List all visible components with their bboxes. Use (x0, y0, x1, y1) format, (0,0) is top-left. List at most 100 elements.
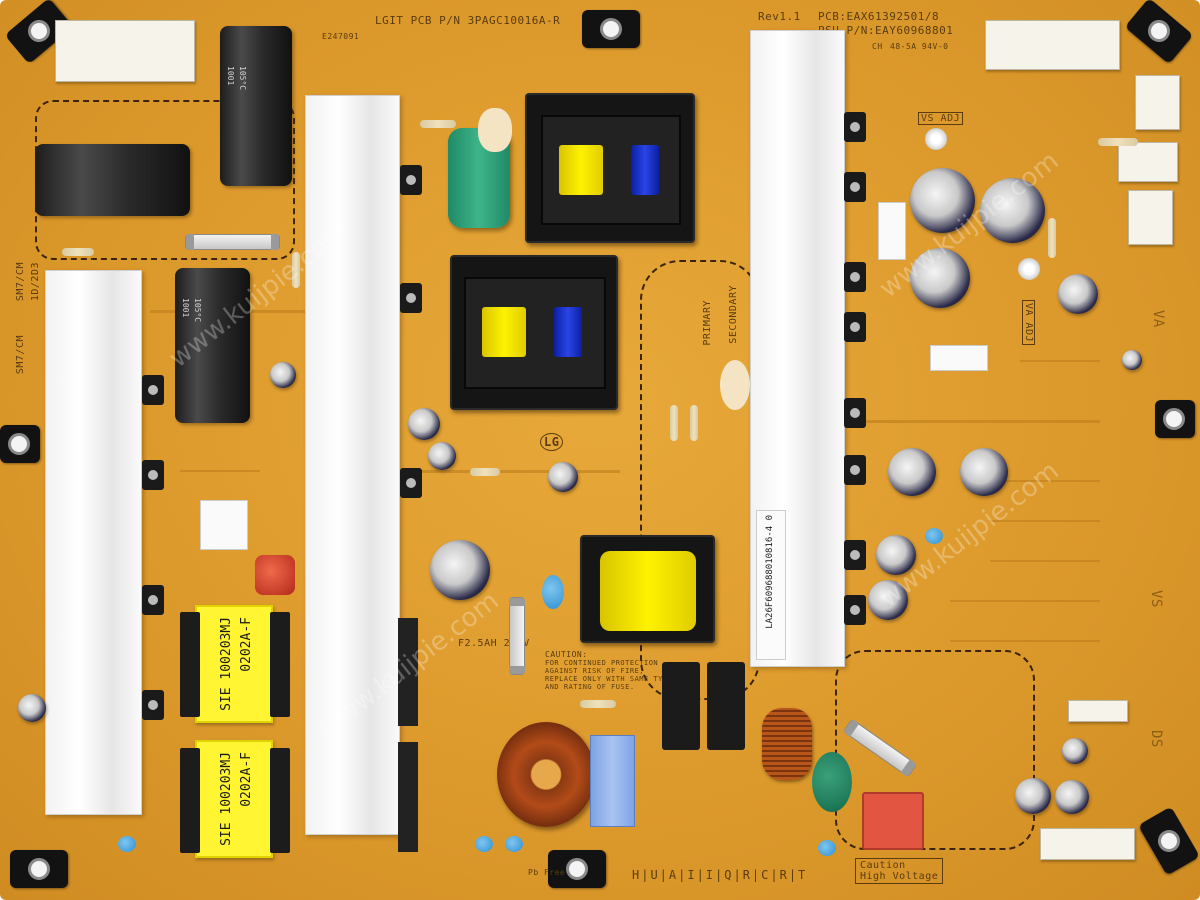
mosfet-right-5 (844, 398, 866, 428)
cream-choke-top (478, 108, 512, 152)
white-block-left (200, 500, 248, 550)
mounting-hole-bottom-left (10, 850, 68, 888)
cert-rating: 48-5A 94V-0 (890, 42, 949, 51)
mosfet-right-3 (844, 262, 866, 292)
connector-right-3 (1128, 190, 1173, 245)
transformer-core-yellow-2 (482, 307, 526, 357)
side-label-2: SM7/CM (15, 335, 26, 375)
filter-lower-line-1: 0202A-F (239, 752, 254, 807)
filter-lower-line-2: SIE 100203MJ (219, 752, 234, 846)
heatsink-left (45, 270, 142, 815)
mosfet-left-4 (142, 690, 164, 720)
caution-line-1: FOR CONTINUED PROTECTION (545, 659, 659, 667)
mosfet-left-2 (142, 460, 164, 490)
pb-free-label: Pb Free (528, 868, 566, 877)
connector-top-left (55, 20, 195, 82)
psu-part-number: PSU P/N:EAY60968801 (818, 24, 954, 37)
fuse-rating-label: F2.5AH 250V (458, 638, 530, 649)
line-filter-lower: 0202A-F SIE 100203MJ (195, 740, 273, 858)
resistor-8 (670, 405, 678, 441)
serial-sticker-text: LA26F609688010816-4 0 (765, 515, 775, 629)
ul-code: E247091 (322, 32, 360, 41)
mosfet-center-3 (400, 468, 422, 498)
cap-secondary-2 (980, 178, 1045, 243)
cap-primary-3 (428, 442, 456, 470)
relay-black-2 (707, 662, 745, 750)
serial-sticker: LA26F609688010816-4 0 (756, 510, 786, 660)
toroid-inductor (497, 722, 595, 827)
side-label-1: SM7/CM (15, 262, 26, 302)
mosfet-center-1 (400, 165, 422, 195)
cap-small-bottom-right-2 (1055, 780, 1089, 814)
capacitor-text-2: 1001 (181, 298, 190, 318)
resistor-2 (470, 468, 500, 476)
filter-upper-line-2: SIE 100203MJ (219, 617, 234, 711)
mosfet-right-6 (844, 455, 866, 485)
line-filter-upper: 0202A-F SIE 100203MJ (195, 605, 273, 723)
vs-corner-label: VS (1148, 590, 1164, 608)
high-voltage-warning: Caution High Voltage (855, 858, 944, 884)
mounting-hole-bottom-right (1138, 806, 1200, 876)
mosfet-right-8 (844, 595, 866, 625)
connector-right-2 (1118, 142, 1178, 182)
mounting-hole-top-center (582, 10, 640, 48)
resistor-1 (420, 120, 456, 128)
red-cap-left (255, 555, 295, 595)
mosfet-right-2 (844, 172, 866, 202)
main-fuse (185, 234, 280, 250)
revision-label: Rev1.1 (758, 10, 801, 23)
fuse-vertical (509, 597, 525, 675)
mounting-hole-bottom-center (548, 850, 606, 888)
fuse-caution-block: CAUTION: FOR CONTINUED PROTECTION AGAINS… (545, 650, 672, 691)
electrolytic-capacitor-horizontal (35, 144, 190, 216)
mounting-hole-left (0, 425, 40, 463)
resistor-7 (292, 252, 300, 288)
cap-secondary-6 (960, 448, 1008, 496)
y-capacitor-2 (475, 836, 493, 852)
cap-secondary-5 (888, 448, 936, 496)
vs-adj-label: VS ADJ (918, 112, 964, 125)
caution-line-4: AND RATING OF FUSE. (545, 683, 635, 691)
cap-small-left (270, 362, 296, 388)
lg-logo: LG (540, 433, 564, 451)
trimmer-pot-vs[interactable] (925, 128, 947, 150)
transformer-core-blue-2 (554, 307, 582, 357)
standby-transformer (580, 535, 715, 643)
y-capacitor-3 (505, 836, 523, 852)
trimmer-pot-va[interactable] (1018, 258, 1040, 280)
cap-secondary-1 (910, 168, 975, 233)
caution-line-3: REPLACE ONLY WITH SAME TYPE (545, 675, 673, 683)
heatsink-center-left (305, 95, 400, 835)
x-capacitor-blue (590, 735, 635, 827)
main-transformer-middle (450, 255, 618, 410)
cap-secondary-4 (1058, 274, 1098, 314)
caution-hv-line-2: High Voltage (860, 871, 939, 882)
caution-title: CAUTION: (545, 650, 588, 659)
transformer-core-blue (631, 145, 659, 195)
resistor-4 (580, 700, 616, 708)
secondary-zone-outline (835, 650, 1035, 850)
green-cap-bottom (812, 752, 852, 812)
main-transformer-top (525, 93, 695, 243)
resistor-9 (690, 405, 698, 441)
bridge-rectifier-left (398, 618, 418, 726)
relay-black-1 (662, 662, 700, 750)
caution-hv-line-1: Caution (860, 860, 906, 871)
mosfet-left-3 (142, 585, 164, 615)
connector-right-1 (1135, 75, 1180, 130)
capacitor-temp-text-2: 105°C (193, 298, 202, 323)
white-block-mid-right (930, 345, 988, 371)
mounting-hole-right (1155, 400, 1195, 438)
cap-primary-2 (408, 408, 440, 440)
y-capacitor-6 (542, 575, 564, 609)
cap-small-bottom-right-1 (1015, 778, 1051, 814)
y-capacitor-4 (818, 840, 836, 856)
cap-small-bottom-left (18, 694, 46, 722)
y-capacitor-1 (118, 836, 136, 852)
toroid-inductor-small (762, 708, 812, 780)
ds-corner-label: DS (1148, 730, 1164, 748)
cap-secondary-7 (876, 535, 916, 575)
connector-small-right (1068, 700, 1128, 722)
mosfet-right-1 (844, 112, 866, 142)
mounting-hole-top-right (1124, 0, 1194, 65)
